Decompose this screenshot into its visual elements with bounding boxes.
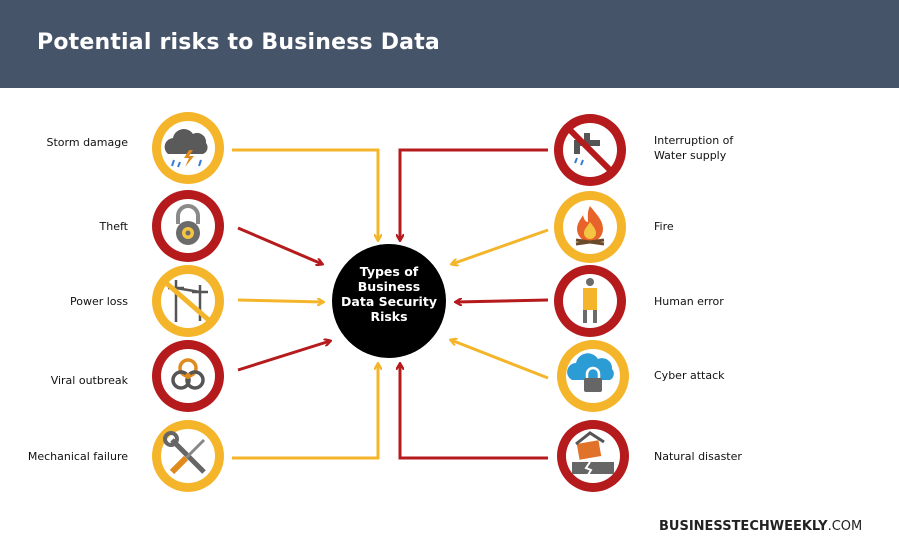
wrench-screwdriver-icon	[152, 420, 224, 492]
label-theft: Theft	[99, 220, 128, 233]
label-natural-disaster: Natural disaster	[654, 450, 742, 463]
label-fire: Fire	[654, 220, 674, 233]
label-cyber-attack: Cyber attack	[654, 369, 725, 382]
label-viral-outbreak: Viral outbreak	[50, 374, 128, 387]
earthquake-house-icon	[557, 420, 629, 492]
connector-arrows	[232, 148, 549, 460]
center-line-4: Risks	[370, 309, 408, 324]
cloud-lock-icon	[557, 340, 629, 412]
label-human-error: Human error	[654, 295, 724, 308]
storm-cloud-icon	[152, 112, 224, 184]
center-line-1: Types of	[359, 264, 419, 279]
label-storm-damage: Storm damage	[46, 136, 129, 149]
arrow-interruption-of-water-supply	[400, 148, 548, 240]
label-mechanical-failure: Mechanical failure	[27, 450, 128, 463]
fire-icon	[554, 191, 626, 263]
arrow-cyber-attack	[451, 340, 549, 380]
label-power-loss: Power loss	[69, 295, 128, 308]
brand-name: BUSINESSTECHWEEKLY	[659, 519, 828, 534]
arrow-power-loss	[237, 300, 323, 302]
arrow-viral-outbreak	[237, 341, 330, 372]
arrow-fire	[452, 228, 549, 264]
power-pole-icon	[152, 265, 224, 337]
person-icon	[554, 265, 626, 337]
center-hub	[332, 244, 446, 358]
label-interruption-of-water-supply: Interruption of Water supply	[654, 134, 734, 162]
header-bar: Potential risks to Business Data	[0, 0, 899, 88]
no-water-tap-icon	[554, 114, 626, 186]
arrow-human-error	[456, 300, 549, 302]
biohazard-icon	[152, 340, 224, 412]
page-title: Potential risks to Business Data	[37, 30, 440, 55]
center-line-3: Data Security	[341, 294, 437, 309]
center-line-2: Business	[357, 279, 421, 294]
brand-watermark: BUSINESSTECHWEEKLY.COM	[659, 519, 862, 534]
brand-suffix: .COM	[827, 519, 863, 534]
arrow-theft	[237, 226, 322, 264]
arrow-storm-damage	[232, 148, 378, 240]
arrow-mechanical-failure	[232, 364, 378, 460]
padlock-icon	[152, 190, 224, 262]
arrow-natural-disaster	[400, 364, 548, 460]
center-hub-text: Types of Business Data Security Risks	[333, 264, 445, 324]
